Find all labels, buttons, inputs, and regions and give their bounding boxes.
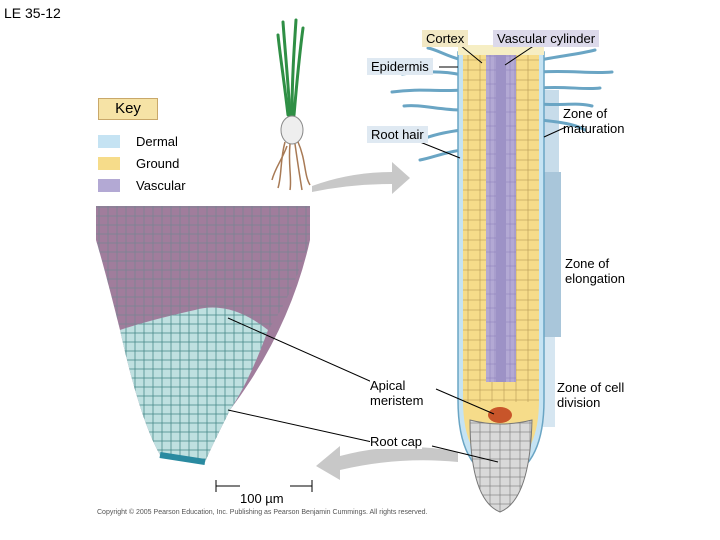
key-item-vascular: Vascular <box>98 174 186 196</box>
plant-sketch <box>271 18 311 191</box>
vascular-swatch <box>98 178 120 192</box>
epidermis-label: Epidermis <box>367 58 433 75</box>
zone-elongation-line2: elongation <box>565 271 625 286</box>
root-cap-label: Root cap <box>370 434 423 449</box>
arrow-to-micrograph <box>316 446 458 480</box>
zone-elongation-line1: Zone of <box>565 256 610 271</box>
zone-maturation-label: Zone of maturation <box>563 106 624 136</box>
zone-maturation-line1: Zone of <box>563 106 608 121</box>
root-tip-micrograph <box>96 206 310 465</box>
zone-maturation-line2: maturation <box>563 121 625 136</box>
arrow-to-root <box>312 162 410 194</box>
key-item-ground: Ground <box>98 152 186 174</box>
zone-bar-maturation <box>543 90 559 172</box>
scale-bar-label: 100 µm <box>240 491 284 506</box>
key-legend: Dermal Ground Vascular <box>98 130 186 196</box>
key-label-dermal: Dermal <box>136 133 178 149</box>
cortex-label: Cortex <box>422 30 469 47</box>
root-illustration <box>390 45 614 513</box>
ground-swatch <box>98 156 120 170</box>
apical-line2: meristem <box>370 393 424 408</box>
key-item-dermal: Dermal <box>98 130 186 152</box>
zone-elongation-label: Zone of elongation <box>565 256 625 286</box>
key-label-vascular: Vascular <box>136 177 186 193</box>
root-hair-label: Root hair <box>367 126 428 143</box>
vascular-cylinder-label: Vascular cylinder <box>493 30 600 47</box>
leader-lines <box>215 44 567 492</box>
apical-meristem-label: Apical meristem <box>370 378 424 408</box>
zone-division-line1: Zone of cell <box>557 380 625 395</box>
slide-id: LE 35-12 <box>4 5 61 21</box>
zone-division-label: Zone of cell division <box>557 380 624 410</box>
key-label-ground: Ground <box>136 155 180 171</box>
dermal-swatch <box>98 134 120 148</box>
zone-division-line2: division <box>557 395 601 410</box>
apical-line1: Apical <box>370 378 406 393</box>
copyright-notice: Copyright © 2005 Pearson Education, Inc.… <box>97 509 428 516</box>
zone-bar-division <box>543 337 555 427</box>
key-title: Key <box>98 98 158 120</box>
zone-bar-elongation <box>543 172 561 337</box>
